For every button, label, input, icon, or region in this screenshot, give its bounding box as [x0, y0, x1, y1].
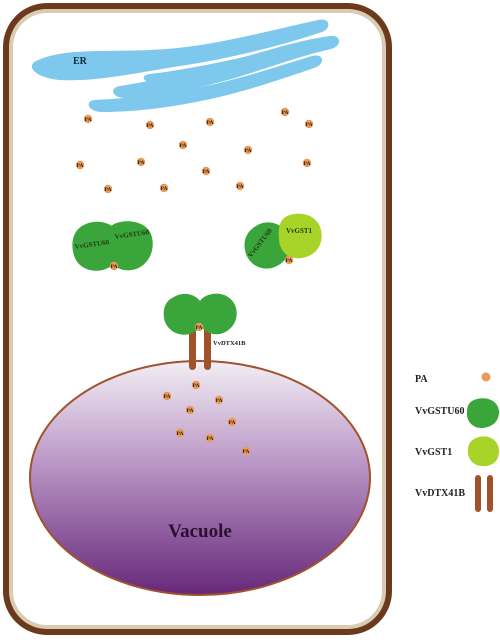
pa-dot-icon: PA [83, 114, 93, 124]
vvgstu60-protein-icon [163, 293, 205, 335]
svg-text:PA: PA [207, 120, 214, 126]
legend-item-pa: PA [415, 372, 491, 385]
pa-dot-icon: PA [162, 391, 172, 401]
legend: PA VvGSTU60 VvGST1 VvDTX41B [415, 372, 499, 512]
svg-text:PA: PA [304, 161, 311, 167]
svg-text:PA: PA [237, 184, 244, 190]
vvdtx41b-transporter-icon [487, 475, 493, 512]
vvgst1-label: VvGST1 [286, 227, 313, 235]
pa-dot-icon: PA [136, 157, 146, 167]
legend-item-vvgstu60: VvGSTU60 [415, 398, 499, 428]
pa-dot-icon: PA [109, 261, 119, 271]
pa-dot-icon: PA [178, 140, 188, 150]
vvgstu60-protein-icon [105, 221, 153, 271]
vvgstu60-protein-icon [197, 293, 237, 335]
svg-text:PA: PA [286, 258, 293, 264]
svg-text:PA: PA [105, 187, 112, 193]
pa-dot-icon: PA [103, 184, 113, 194]
legend-label: VvDTX41B [415, 488, 465, 499]
svg-text:PA: PA [203, 169, 210, 175]
legend-label: VvGST1 [415, 447, 452, 458]
pa-dot-icon: PA [284, 255, 294, 265]
svg-text:PA: PA [85, 117, 92, 123]
pa-dot-icon: PA [75, 160, 85, 170]
vvdtx41b-bar [189, 326, 196, 370]
svg-text:PA: PA [193, 383, 200, 389]
svg-text:PA: PA [207, 436, 214, 442]
pa-dot-icon: PA [205, 433, 215, 443]
endoplasmic-reticulum [31, 19, 340, 112]
svg-text:PA: PA [111, 264, 118, 270]
vvgst1-protein-icon [278, 213, 322, 259]
svg-text:PA: PA [282, 110, 289, 116]
pa-dot-icon: PA [145, 120, 155, 130]
pa-dot-icon: PA [302, 158, 312, 168]
svg-text:PA: PA [177, 431, 184, 437]
er-label: ER [73, 56, 88, 67]
vacuole [29, 360, 371, 596]
vvdtx41b-transporter-icon [475, 475, 481, 512]
pa-dot-icon: PA [185, 405, 195, 415]
vvdtx41b-transporter: PA VvDTX41B [163, 293, 246, 370]
svg-text:PA: PA [216, 398, 223, 404]
pa-dot-icon: PA [194, 322, 204, 332]
pa-dot-icon: PA [175, 428, 185, 438]
svg-text:PA: PA [147, 123, 154, 129]
pa-dot-icon: PA [280, 107, 290, 117]
vvgstu60-protein-icon [466, 398, 499, 428]
legend-label: PA [415, 374, 428, 385]
pa-dot-icon: PA [243, 145, 253, 155]
vacuole-label: Vacuole [168, 521, 232, 542]
pa-dot-icon: PA [235, 181, 245, 191]
svg-text:PA: PA [164, 394, 171, 400]
pa-dot-icon: PA [201, 166, 211, 176]
legend-item-vvdtx41b: VvDTX41B [415, 475, 493, 512]
pa-dot-icon: PA [214, 395, 224, 405]
pa-dot-icon: PA [227, 417, 237, 427]
pa-dot-icon: PA [304, 119, 314, 129]
pa-dot-icon: PA [159, 183, 169, 193]
pa-dot-icon: PA [191, 380, 201, 390]
pa-molecules-vacuole: PA PA PA PA PA PA PA PA [162, 380, 251, 456]
svg-text:PA: PA [196, 325, 203, 331]
pa-dot-icon [481, 372, 491, 382]
svg-text:PA: PA [243, 449, 250, 455]
svg-text:PA: PA [161, 186, 168, 192]
vvgst1-protein-icon [467, 436, 499, 467]
legend-item-vvgst1: VvGST1 [415, 436, 499, 467]
svg-text:PA: PA [245, 148, 252, 154]
svg-text:PA: PA [187, 408, 194, 414]
vvdtx41b-bar [204, 326, 211, 370]
legend-label: VvGSTU60 [415, 406, 464, 417]
pa-dot-icon: PA [241, 446, 251, 456]
vvdtx41b-label: VvDTX41B [213, 340, 246, 347]
vvgstu60-dimer: VvGSTU60 VvGSTU60 PA [72, 221, 153, 271]
svg-text:PA: PA [138, 160, 145, 166]
svg-text:PA: PA [229, 420, 236, 426]
pa-molecules-cytoplasm: PA PA PA PA PA PA PA PA PA PA PA PA PA P… [75, 107, 314, 194]
vvgstu60-vvgst1-complex: VvGSTU60 VvGST1 PA [244, 213, 322, 269]
svg-text:PA: PA [306, 122, 313, 128]
pa-dot-icon: PA [205, 117, 215, 127]
svg-text:PA: PA [77, 163, 84, 169]
svg-text:PA: PA [180, 143, 187, 149]
